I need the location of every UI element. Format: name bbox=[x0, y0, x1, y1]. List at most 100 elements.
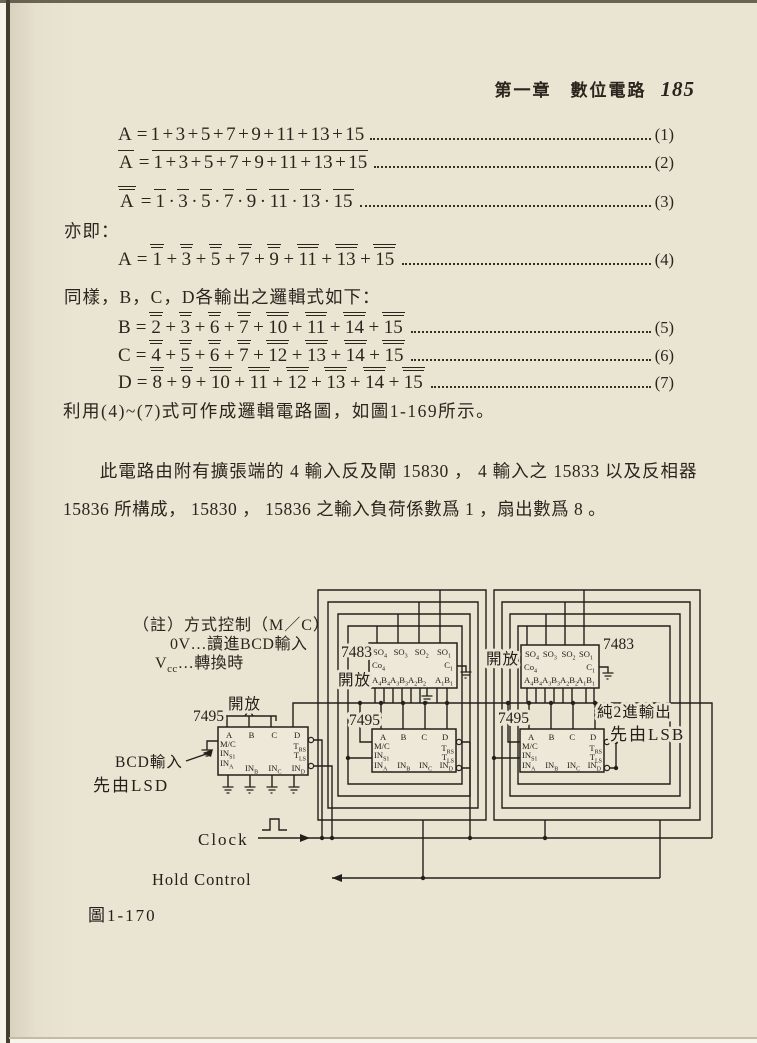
pin-label: INA bbox=[374, 760, 388, 773]
equation-row-(6): C=4+5+6+7+12+13+14+15(6) bbox=[118, 340, 674, 367]
dot-leader bbox=[430, 386, 651, 388]
pin-label: C1 bbox=[586, 662, 595, 675]
pin-label: INS1 bbox=[220, 748, 235, 761]
pin-label: INB bbox=[245, 763, 258, 776]
equation-rhs: 1+3+5+7+9+11+13+15 bbox=[150, 244, 397, 271]
equation-lhs: A bbox=[118, 150, 134, 173]
pin-label: D bbox=[294, 730, 300, 740]
pin-label: SO2 bbox=[562, 649, 576, 662]
open-label-2: 開放 bbox=[338, 671, 371, 689]
chip-label-7495-mid: 7495 bbox=[349, 712, 380, 729]
pin-label: SO4 bbox=[373, 647, 387, 660]
dot-leader bbox=[402, 263, 651, 265]
pin-label: TLS bbox=[294, 750, 306, 763]
equation-number: (4) bbox=[654, 250, 674, 269]
similarly-label: 同樣，B，C，D各輸出之邏輯式如下： bbox=[64, 287, 381, 307]
figure-caption: 圖1-170 bbox=[88, 906, 157, 925]
pin-label: TRS bbox=[441, 743, 454, 756]
pin-label: B bbox=[249, 730, 255, 740]
equation-rhs: 4+5+6+7+12+13+14+15 bbox=[149, 340, 406, 367]
equation-lhs: C bbox=[118, 345, 131, 366]
circuit-wires bbox=[185, 589, 713, 879]
equation-rhs: 1·3·5·7·9·11·13·15 bbox=[154, 189, 354, 212]
pin-label: B bbox=[401, 732, 407, 742]
pin-label: A bbox=[226, 730, 233, 740]
pin-label: C bbox=[421, 732, 427, 742]
page-header: 第一章 數位電路 185 bbox=[380, 76, 695, 102]
equation-row-(4): A=1+3+5+7+9+11+13+15(4) bbox=[118, 244, 674, 271]
equation-lhs: D bbox=[118, 372, 132, 393]
pin-label: INB bbox=[545, 760, 558, 773]
pin-label: INC bbox=[419, 760, 432, 773]
binary-output-label: 純2進輸出 bbox=[597, 703, 672, 721]
bcd-input-label: BCD輸入 bbox=[115, 753, 183, 771]
ground-symbols bbox=[201, 671, 614, 794]
pin-label: IND bbox=[588, 760, 602, 773]
equation-lhs: A bbox=[118, 186, 136, 213]
note-line-2: 0V…讀進BCD輸入 bbox=[170, 635, 308, 653]
equation-lhs: A bbox=[118, 249, 132, 270]
hold-control-label: Hold Control bbox=[152, 870, 252, 889]
pin-label: A bbox=[380, 732, 387, 742]
pin-label: SO3 bbox=[543, 649, 557, 662]
dot-leader bbox=[370, 138, 651, 140]
pin-label: SO1 bbox=[579, 649, 593, 662]
equation-rhs: 1+3+5+7+9+11+13+15 bbox=[150, 124, 365, 145]
pin-label: TRS bbox=[293, 741, 306, 754]
pin-label: M/C bbox=[522, 741, 538, 751]
page-top-edge bbox=[0, 0, 757, 3]
dot-leader bbox=[410, 331, 651, 333]
pin-label: INA bbox=[220, 758, 234, 771]
pin-label: C bbox=[271, 730, 277, 740]
page-spine-edge bbox=[6, 0, 10, 1043]
dot-leader bbox=[374, 166, 651, 168]
book-page bbox=[9, 0, 757, 1037]
dot-leader bbox=[359, 205, 651, 207]
page-bottom-edge bbox=[9, 1037, 757, 1039]
pin-label: A4B4A3B3A2B2 bbox=[372, 675, 426, 688]
equation-row-(3): A=1·3·5·7·9·11·13·15(3) bbox=[118, 186, 674, 213]
dot-leader bbox=[411, 359, 651, 361]
paragraph-2: 此電路由附有擴張端的 4 輸入反及閘 15830 ， 4 輸入之 15833 以… bbox=[63, 461, 697, 519]
equation-rhs: 8+9+10+11+12+13+14+15 bbox=[150, 367, 425, 394]
equation-row-(7): D=8+9+10+11+12+13+14+15(7) bbox=[118, 367, 674, 394]
also-label: 亦即： bbox=[64, 221, 120, 241]
pin-label: INC bbox=[567, 760, 580, 773]
pin-label: A1B1 bbox=[577, 675, 595, 688]
pin-label: Co4 bbox=[524, 662, 537, 675]
paragraph-1: 利用(4)~(7)式可作成邏輯電路圖，如圖1-169所示。 bbox=[63, 401, 496, 421]
pin-label: TLS bbox=[442, 752, 454, 765]
bcd-lsd-label: 先由LSD bbox=[93, 776, 169, 795]
pin-label: INB bbox=[397, 760, 410, 773]
pin-label: TRS bbox=[589, 743, 602, 756]
pin-label: IND bbox=[440, 760, 454, 773]
equation-row-(2): A=1+3+5+7+9+11+13+15(2) bbox=[118, 150, 674, 173]
pin-label: SO2 bbox=[415, 647, 429, 660]
chip-label-7483-mid: 7483 bbox=[341, 644, 372, 661]
chip-label-7483-right: 7483 bbox=[603, 636, 634, 653]
pin-label: A1B1 bbox=[435, 675, 453, 688]
equation-number: (1) bbox=[654, 125, 674, 144]
pin-label: C1 bbox=[444, 660, 453, 673]
equation-row-(5): B=2+3+6+7+10+11+14+15(5) bbox=[118, 312, 674, 339]
binary-lsb-label: 先由LSB bbox=[610, 725, 685, 744]
pin-label: Co4 bbox=[372, 660, 385, 673]
pin-label: SO3 bbox=[394, 647, 408, 660]
equation-number: (3) bbox=[654, 192, 674, 211]
arrowheads bbox=[203, 749, 342, 882]
pin-label: D bbox=[590, 732, 596, 742]
clock-label: Clock bbox=[198, 830, 249, 849]
pin-label: A bbox=[528, 732, 535, 742]
page-number: 185 bbox=[660, 77, 695, 101]
pin-label: D bbox=[442, 732, 448, 742]
pin-label: M/C bbox=[374, 741, 390, 751]
open-label-1: 開放 bbox=[228, 695, 261, 713]
equation-lhs: A bbox=[118, 124, 132, 145]
note-line-3: Vcc…轉換時 bbox=[155, 654, 244, 675]
